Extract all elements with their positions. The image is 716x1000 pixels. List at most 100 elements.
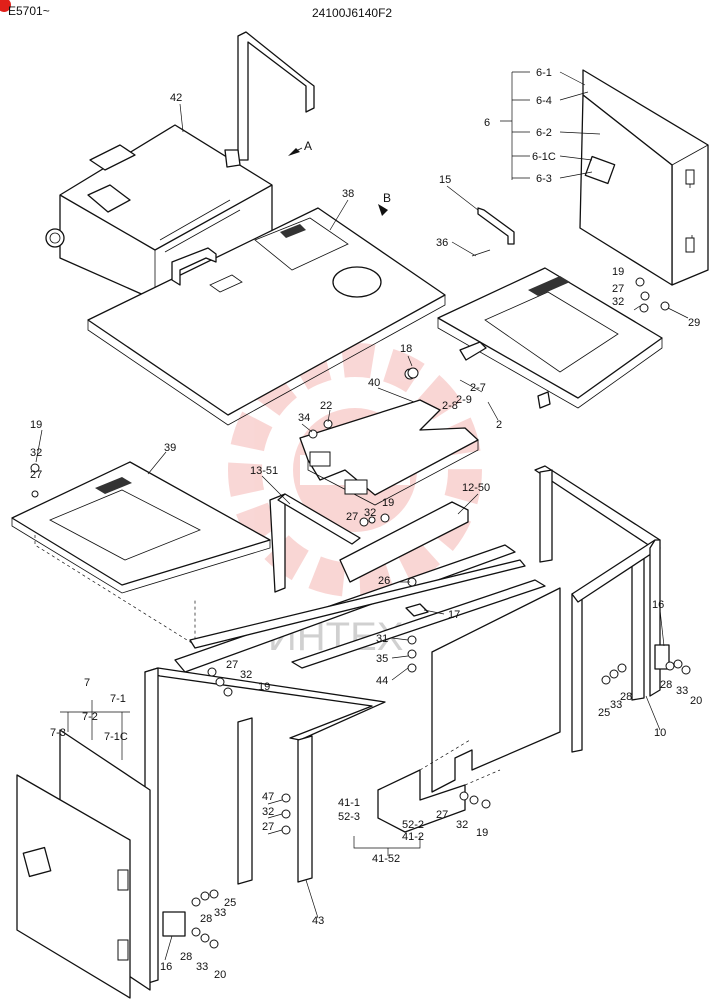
- label-41-52: 41-52: [372, 853, 400, 865]
- label-7-1: 7-1: [110, 693, 126, 705]
- label-27-bottom-left: 27: [262, 821, 274, 833]
- label-6-1: 6-1: [536, 67, 552, 79]
- group-bracket-6: [500, 71, 601, 180]
- label-20-bottom: 20: [214, 969, 226, 981]
- label-19-top-right: 19: [612, 266, 624, 278]
- label-33-bottom-a: 33: [214, 907, 226, 919]
- label-27-mid-left: 27: [226, 659, 238, 671]
- hinge-16-right: [654, 644, 670, 670]
- label-29: 29: [688, 317, 700, 329]
- label-32-bottom-left: 32: [262, 806, 274, 818]
- view-arrow-a: A: [288, 139, 312, 156]
- label-19-center: 19: [382, 497, 394, 509]
- label-42: 42: [170, 92, 182, 104]
- corner-marker-icon: [0, 0, 11, 12]
- svg-text:A: A: [304, 139, 312, 153]
- label-32-center: 32: [364, 507, 376, 519]
- drawing-number: 24100J6140F2: [312, 6, 392, 20]
- label-38: 38: [342, 188, 354, 200]
- partition-41-52: [377, 587, 561, 833]
- pin-36: [471, 249, 491, 257]
- view-arrow-b: B: [378, 191, 391, 216]
- label-43: 43: [312, 915, 324, 927]
- frame-13-51: [269, 493, 361, 593]
- label-12-50: 12-50: [462, 482, 490, 494]
- door-7: [16, 729, 151, 999]
- label-2-9: 2-9: [456, 394, 472, 406]
- fasteners: [30, 277, 691, 949]
- label-10: 10: [654, 727, 666, 739]
- label-19-left: 19: [30, 419, 42, 431]
- label-27-center: 27: [346, 511, 358, 523]
- side-panel-6: [579, 69, 709, 286]
- left-cover-39: [11, 461, 271, 646]
- label-41-1: 41-1: [338, 797, 360, 809]
- label-16-right: 16: [652, 599, 664, 611]
- label-33-right-a: 33: [610, 699, 622, 711]
- label-25-bottom: 25: [224, 897, 236, 909]
- label-7-2: 7-2: [82, 711, 98, 723]
- label-32-bottom-right: 32: [456, 819, 468, 831]
- rod-15: [477, 207, 515, 245]
- label-13-51: 13-51: [250, 465, 278, 477]
- label-17: 17: [448, 609, 460, 621]
- label-6-2: 6-2: [536, 127, 552, 139]
- label-19-bottom-right: 19: [476, 827, 488, 839]
- label-32-top-right: 32: [612, 296, 624, 308]
- label-19-mid-left: 19: [258, 681, 270, 693]
- label-52-2: 52-2: [402, 819, 424, 831]
- label-28-bottom-b: 28: [180, 951, 192, 963]
- part-labels: 42 38 15 36 6 6-1 6-4 6-2 6-1C 6-3 19 27…: [30, 67, 702, 981]
- label-47: 47: [262, 791, 274, 803]
- label-31: 31: [376, 633, 388, 645]
- label-27-top-right: 27: [612, 283, 624, 295]
- serial-range: E5701~: [8, 4, 50, 18]
- label-6-4: 6-4: [536, 95, 552, 107]
- label-18: 18: [400, 343, 412, 355]
- label-28-right-b: 28: [660, 679, 672, 691]
- label-27-left: 27: [30, 469, 42, 481]
- label-28-bottom: 28: [200, 913, 212, 925]
- top-cover-38: [87, 207, 446, 426]
- label-28-right-a: 28: [620, 691, 632, 703]
- hinge-16-left: [162, 911, 186, 937]
- svg-text:B: B: [383, 191, 391, 205]
- label-26: 26: [378, 575, 390, 587]
- frame-12-50: [339, 501, 469, 583]
- label-2-7: 2-7: [470, 382, 486, 394]
- label-6: 6: [484, 117, 490, 129]
- label-32-left: 32: [30, 447, 42, 459]
- label-34: 34: [298, 412, 310, 424]
- label-36: 36: [436, 237, 448, 249]
- label-15: 15: [439, 174, 451, 186]
- leader-lines: [35, 103, 689, 961]
- label-6-3: 6-3: [536, 173, 552, 185]
- label-39: 39: [164, 442, 176, 454]
- label-35: 35: [376, 653, 388, 665]
- right-cover-2: [437, 267, 663, 409]
- label-33-bottom-b: 33: [196, 961, 208, 973]
- group-bracket-41-52: [353, 836, 421, 856]
- label-7-1c: 7-1C: [104, 731, 128, 743]
- label-27-bottom-right: 27: [436, 809, 448, 821]
- label-32-mid-left: 32: [240, 669, 252, 681]
- label-20-right: 20: [690, 695, 702, 707]
- label-33-right-b: 33: [676, 685, 688, 697]
- label-7: 7: [84, 677, 90, 689]
- label-6-1c: 6-1C: [532, 151, 556, 163]
- group-bracket-7: [60, 700, 130, 760]
- label-2: 2: [496, 419, 502, 431]
- label-2-8: 2-8: [442, 400, 458, 412]
- leg-frame-10: [534, 465, 661, 753]
- label-25-right: 25: [598, 707, 610, 719]
- label-41-2: 41-2: [402, 831, 424, 843]
- label-52-3: 52-3: [338, 811, 360, 823]
- label-16-bottom: 16: [160, 961, 172, 973]
- label-44: 44: [376, 675, 388, 687]
- label-22: 22: [320, 400, 332, 412]
- bracket-40: [299, 368, 479, 506]
- label-7-3: 7-3: [50, 727, 66, 739]
- label-40: 40: [368, 377, 380, 389]
